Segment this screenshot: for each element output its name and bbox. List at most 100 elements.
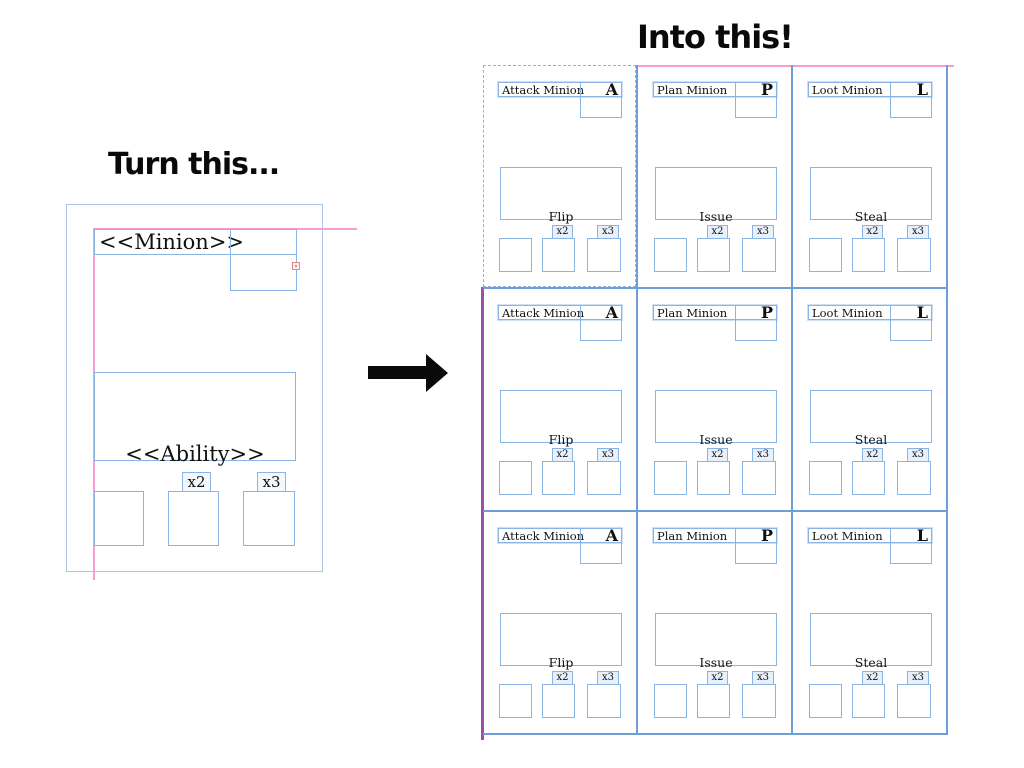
card-letter-box[interactable]: L (890, 80, 932, 118)
minion-card[interactable]: Attack Minion A Flip x2 x3 (483, 288, 638, 511)
card-name-box[interactable]: Attack Minion (498, 528, 622, 543)
multiplier-x2-chip: x2 (552, 225, 573, 239)
selection-anchor-handle[interactable] (292, 262, 300, 270)
card-letter-box[interactable]: P (735, 303, 777, 341)
counter-square-1 (94, 491, 144, 546)
multiplier-x2-chip: x2 (862, 448, 883, 462)
minion-card[interactable]: Attack Minion A Flip x2 x3 (483, 65, 638, 288)
card-ability: Flip (548, 209, 574, 224)
card-ability: Issue (699, 209, 733, 224)
counter-square-3 (897, 461, 931, 495)
card-letter: L (916, 80, 928, 99)
card-name-box[interactable]: Plan Minion (653, 82, 777, 97)
card-ability: Flip (548, 432, 574, 447)
card-name-box[interactable]: Loot Minion (808, 528, 932, 543)
multiplier-x3-chip: x3 (597, 225, 619, 239)
counter-square-2 (697, 461, 730, 495)
card-ability: Issue (699, 432, 733, 447)
multiplier-x3-chip: x3 (597, 671, 619, 685)
card-ability: Issue (699, 655, 733, 670)
multiplier-x2-chip: x2 (862, 225, 883, 239)
purple-page-guide-left (481, 287, 484, 740)
card-letter: A (605, 80, 618, 99)
card-name-box[interactable]: Loot Minion (808, 305, 932, 320)
minion-card[interactable]: Plan Minion P Issue x2 x3 (638, 65, 793, 288)
counter-square-2 (697, 684, 730, 718)
counter-square-1 (809, 684, 842, 718)
card-name-box[interactable]: <<Minion>> (94, 229, 297, 255)
counter-square-1 (654, 684, 687, 718)
card-ability-box[interactable]: Flip (500, 613, 622, 670)
card-letter: P (760, 303, 773, 322)
card-letter-box[interactable]: P (735, 80, 777, 118)
card-ability-box[interactable]: Issue (655, 390, 777, 447)
card-ability: Steal (854, 432, 888, 447)
card-letter-box[interactable]: L (890, 303, 932, 341)
grid-column-separator-1 (636, 65, 638, 735)
multiplier-x2-chip: x2 (707, 448, 728, 462)
right-panel-title: Into this! (637, 18, 794, 56)
pink-page-guide-top (636, 65, 954, 67)
counter-square-1 (654, 238, 687, 272)
card-ability-box[interactable]: Flip (500, 167, 622, 224)
left-panel-title: Turn this... (108, 147, 280, 182)
card-letter-box[interactable]: L (890, 526, 932, 564)
minion-card[interactable]: Loot Minion L Steal x2 x3 (793, 65, 948, 288)
counter-square-2 (852, 684, 885, 718)
card-letter: P (760, 526, 773, 545)
card-ability: Steal (854, 655, 888, 670)
card-ability-box[interactable]: <<Ability>> (94, 372, 296, 466)
card-name-box[interactable]: Plan Minion (653, 305, 777, 320)
card-ability: Flip (548, 655, 574, 670)
counter-square-1 (499, 684, 532, 718)
minion-card[interactable]: Loot Minion L Steal x2 x3 (793, 288, 948, 511)
card-name-box[interactable]: Attack Minion (498, 82, 622, 97)
minion-card[interactable]: Loot Minion L Steal x2 x3 (793, 511, 948, 734)
card-ability-box[interactable]: Issue (655, 613, 777, 670)
counter-square-3 (897, 684, 931, 718)
counter-square-1 (809, 238, 842, 272)
multiplier-x3-chip: x3 (907, 671, 929, 685)
counter-square-1 (499, 461, 532, 495)
card-ability-box[interactable]: Steal (810, 613, 932, 670)
counter-square-3 (243, 491, 295, 546)
grid-right-border (946, 65, 948, 735)
multiplier-x2-chip: x2 (182, 472, 211, 492)
card-letter-box[interactable] (230, 229, 297, 291)
card-letter: A (605, 303, 618, 322)
card-ability-box[interactable]: Steal (810, 390, 932, 447)
card-letter-box[interactable]: A (580, 303, 622, 341)
card-ability-box[interactable]: Issue (655, 167, 777, 224)
minion-card[interactable]: Plan Minion P Issue x2 x3 (638, 288, 793, 511)
counter-square-1 (654, 461, 687, 495)
card-letter: P (760, 80, 773, 99)
counter-square-2 (542, 461, 575, 495)
minion-card[interactable]: Plan Minion P Issue x2 x3 (638, 511, 793, 734)
minion-card[interactable]: Attack Minion A Flip x2 x3 (483, 511, 638, 734)
card-ability-box[interactable]: Steal (810, 167, 932, 224)
counter-square-3 (742, 238, 776, 272)
counter-square-1 (499, 238, 532, 272)
card-ability-box[interactable]: Flip (500, 390, 622, 447)
counter-square-1 (809, 461, 842, 495)
counter-square-2 (542, 684, 575, 718)
card-letter: A (605, 526, 618, 545)
card-ability-placeholder: <<Ability>> (125, 442, 265, 466)
multiplier-x3-chip: x3 (752, 448, 774, 462)
multiplier-x3-chip: x3 (257, 472, 286, 492)
card-letter-box[interactable]: A (580, 526, 622, 564)
multiplier-x3-chip: x3 (597, 448, 619, 462)
multiplier-x2-chip: x2 (707, 671, 728, 685)
multiplier-x2-chip: x2 (707, 225, 728, 239)
card-name-box[interactable]: Attack Minion (498, 305, 622, 320)
card-letter-box[interactable]: P (735, 526, 777, 564)
right-arrow-icon (368, 354, 448, 392)
arrow-shaft (368, 366, 427, 379)
counter-square-3 (587, 684, 621, 718)
card-letter-box[interactable]: A (580, 80, 622, 118)
card-ability: Steal (854, 209, 888, 224)
card-name-box[interactable]: Loot Minion (808, 82, 932, 97)
multiplier-x2-chip: x2 (552, 448, 573, 462)
minion-template-card[interactable]: <<Minion>> <<Ability>> x2 x3 (66, 204, 357, 580)
